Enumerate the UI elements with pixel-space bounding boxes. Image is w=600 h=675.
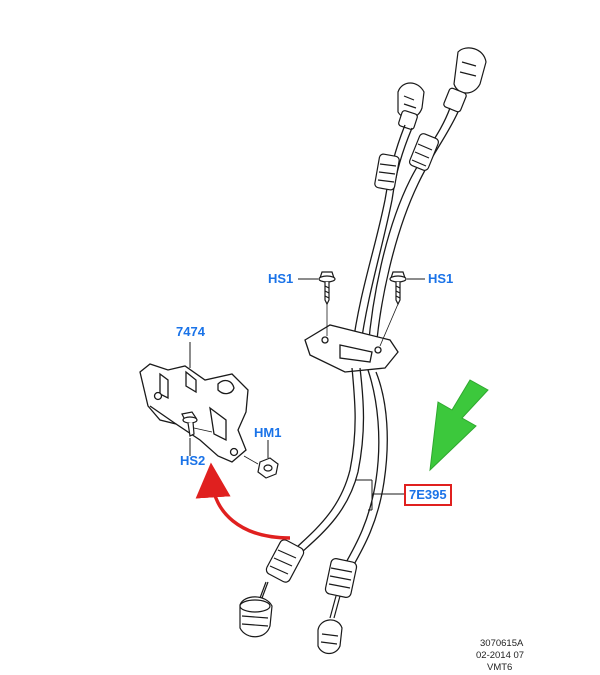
upper-cable-end-right	[443, 47, 487, 113]
callout-cable: 7E395	[404, 484, 452, 506]
callout-hs1-right: HS1	[428, 271, 454, 286]
callout-bracket: 7474	[176, 324, 205, 339]
upper-cable-end-left	[397, 82, 425, 130]
hex-bolt-icon	[181, 411, 213, 437]
lower-cable-end-left	[239, 581, 273, 638]
red-curved-arrow-icon	[195, 462, 291, 540]
leader-line-bolt-right-plate	[379, 303, 399, 347]
hex-bolt-icon	[318, 271, 336, 306]
leader-line-cable	[355, 479, 404, 511]
cable-sleeve-upper-right	[408, 133, 440, 171]
cable-mounting-plate	[304, 324, 399, 373]
green-pointer-arrow-icon	[429, 379, 489, 472]
figure-model: VMT6	[487, 662, 513, 673]
cable-lower-section	[295, 367, 388, 569]
lower-cable-end-right	[317, 595, 343, 655]
cable-sleeve-upper-left	[374, 153, 400, 191]
cable-upper-section	[351, 107, 459, 351]
mounting-bracket	[139, 363, 249, 463]
cable-sleeve-lower-right	[324, 558, 358, 598]
figure-id: 3070615A	[480, 638, 524, 649]
cable-sleeve-lower-left	[265, 539, 305, 583]
hex-nut-icon	[243, 455, 279, 479]
callout-hm1: HM1	[254, 425, 282, 440]
figure-date: 02-2014 07	[476, 650, 525, 661]
hex-bolt-icon	[389, 271, 407, 306]
callout-hs2: HS2	[180, 453, 206, 468]
callout-hs1-left: HS1	[268, 271, 294, 286]
